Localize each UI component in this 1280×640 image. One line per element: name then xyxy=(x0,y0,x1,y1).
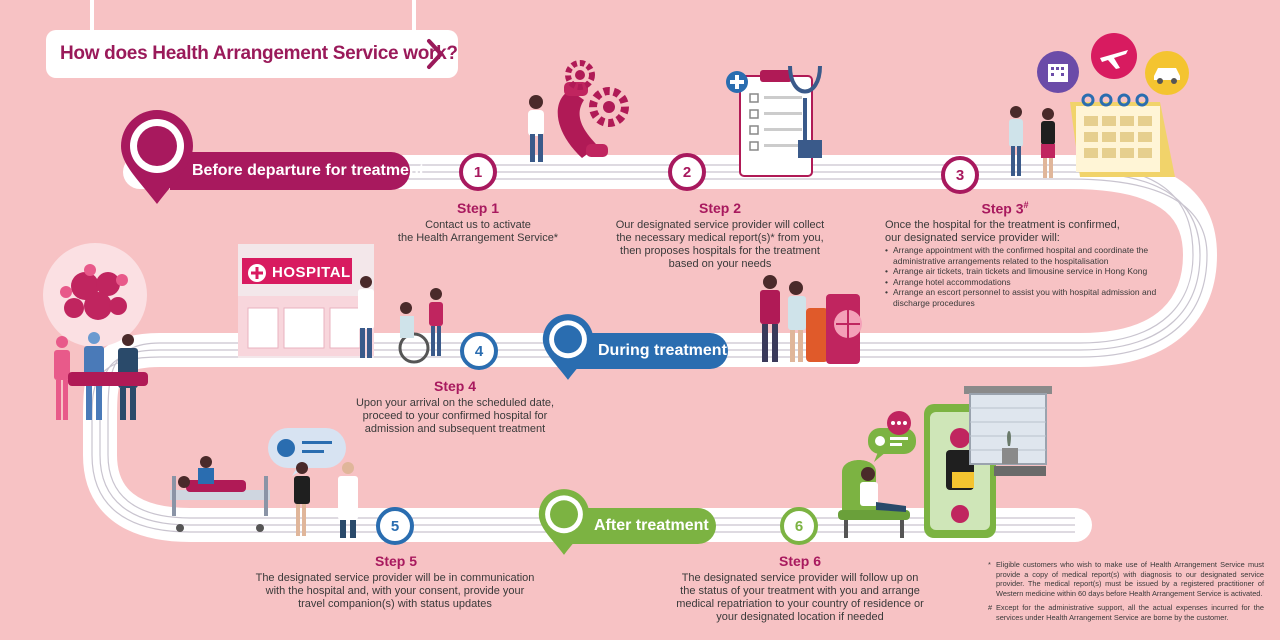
calendar-icon xyxy=(1070,93,1175,177)
step-5-desc: The designated service provider will be … xyxy=(250,572,540,611)
map-pin-icon xyxy=(121,110,193,204)
step-6-desc-line: medical repatriation to your country of … xyxy=(676,598,924,610)
footnote: * Eligible customers who wish to make use… xyxy=(988,560,1264,598)
list-item: Arrange appointment with the confirmed h… xyxy=(885,245,1160,266)
surgery-icon xyxy=(54,332,148,420)
phase-before-banner: Before departure for treatment xyxy=(170,152,424,190)
step-4-desc-line: admission and subsequent treatment xyxy=(364,423,546,435)
list-item: Arrange an escort personnel to assist yo… xyxy=(885,287,1160,308)
people-illustration xyxy=(1009,106,1055,178)
step-3-title-mark: # xyxy=(1023,200,1029,210)
phase-during-banner: During treatment xyxy=(570,333,728,369)
page-title: How does Health Arrangement Service work… xyxy=(60,43,458,64)
step-5-desc-line: The designated service provider will be … xyxy=(255,572,535,584)
step-4-desc-line: proceed to your confirmed hospital for xyxy=(362,410,548,422)
step-2-desc-line: the necessary medical report(s)* from yo… xyxy=(616,232,824,244)
phase-before-label: Before departure for treatment xyxy=(192,162,425,179)
footnote-mark: # xyxy=(988,603,993,613)
hanger-right xyxy=(412,0,416,30)
stethoscope-icon xyxy=(788,65,822,158)
step-3-title: Step 3# xyxy=(940,200,1070,217)
map-pin-icon xyxy=(538,489,590,555)
step-6-desc-line: The designated service provider will fol… xyxy=(681,572,919,584)
chat-bubble-icon xyxy=(887,411,911,435)
step-5-title: Step 5 xyxy=(374,553,417,569)
phase-during-label: During treatment xyxy=(598,342,727,359)
step-2-desc-line: based on your needs xyxy=(668,258,772,270)
step-5-desc-line: travel companion(s) with status updates xyxy=(298,598,492,610)
step-6-desc: The designated service provider will fol… xyxy=(660,572,940,624)
virus-icon xyxy=(43,243,147,347)
list-item: Arrange hotel accommodations xyxy=(885,277,1160,288)
title-banner: How does Health Arrangement Service work… xyxy=(46,30,458,78)
hospital-building-icon xyxy=(238,244,374,358)
step-3-title-text: Step 3 xyxy=(981,200,1024,217)
step-3-number: 3 xyxy=(941,156,979,194)
chevron-right-icon xyxy=(427,39,443,69)
chat-bubble-icon xyxy=(868,428,916,462)
step-2-title: Step 2 xyxy=(698,200,741,216)
step-6-desc-line: the status of your treatment with you an… xyxy=(680,585,920,597)
step-4-number: 4 xyxy=(460,332,498,370)
step-1-desc-line: the Health Arrangement Service* xyxy=(397,232,559,244)
window-icon xyxy=(964,386,1052,476)
car-icon xyxy=(1145,51,1189,95)
step-3-desc: Once the hospital for the treatment is c… xyxy=(885,219,1160,308)
step-4-desc: Upon your arrival on the scheduled date,… xyxy=(335,397,575,436)
step-3-desc-line: Once the hospital for the treatment is c… xyxy=(885,219,1120,231)
footnote-text: Except for the administrative support, a… xyxy=(996,603,1264,622)
armchair-icon xyxy=(838,460,910,538)
wheelchair-icon xyxy=(358,276,443,364)
plane-icon xyxy=(1091,33,1137,79)
hospital-bed-icon xyxy=(170,456,270,532)
footnote: #Except for the administrative support, … xyxy=(988,603,1264,622)
medical-cross-icon xyxy=(726,71,748,93)
hospital-sign-label: HOSPITAL xyxy=(272,264,351,281)
clipboard-icon xyxy=(739,70,813,177)
step-1-desc: Contact us to activate the Health Arrang… xyxy=(360,219,596,245)
step-6-title: Step 6 xyxy=(778,553,821,569)
step-2-desc-line: then proposes hospitals for the treatmen… xyxy=(620,245,820,257)
step-2-number: 2 xyxy=(668,153,706,191)
gear-icon xyxy=(565,60,595,90)
phase-after-banner: After treatment xyxy=(568,508,716,544)
step-4-desc-line: Upon your arrival on the scheduled date, xyxy=(355,397,555,409)
passport-icon xyxy=(834,310,862,338)
footnote-text: Eligible customers who wish to make use … xyxy=(996,560,1264,598)
step-2-desc: Our designated service provider will col… xyxy=(590,219,850,271)
step-5-desc-line: with the hospital and, with your consent… xyxy=(265,585,525,597)
step-5-number: 5 xyxy=(376,507,414,545)
step-3-bullets: Arrange appointment with the confirmed h… xyxy=(885,245,1160,308)
map-pin-icon xyxy=(542,314,594,380)
footnote-mark: * xyxy=(988,560,991,569)
step-1-title: Step 1 xyxy=(456,200,499,216)
step-4-title: Step 4 xyxy=(433,378,476,394)
step-2-desc-line: Our designated service provider will col… xyxy=(615,219,825,231)
step-1-desc-line: Contact us to activate xyxy=(425,219,531,231)
list-item: Arrange air tickets, train tickets and l… xyxy=(885,266,1160,277)
step-6-number: 6 xyxy=(780,507,818,545)
hospital-cross-icon xyxy=(248,264,266,282)
hotel-icon xyxy=(1037,51,1079,93)
doctor-illustration xyxy=(294,462,358,538)
step-6-desc-line: your designated location if needed xyxy=(716,611,884,623)
step-1-number: 1 xyxy=(459,153,497,191)
hanger-left xyxy=(90,0,94,30)
phase-after-label: After treatment xyxy=(594,517,709,534)
footnotes: * Eligible customers who wish to make use… xyxy=(988,560,1264,628)
gear-icon xyxy=(589,87,629,127)
step-3-desc-line: our designated service provider will: xyxy=(885,232,1060,244)
